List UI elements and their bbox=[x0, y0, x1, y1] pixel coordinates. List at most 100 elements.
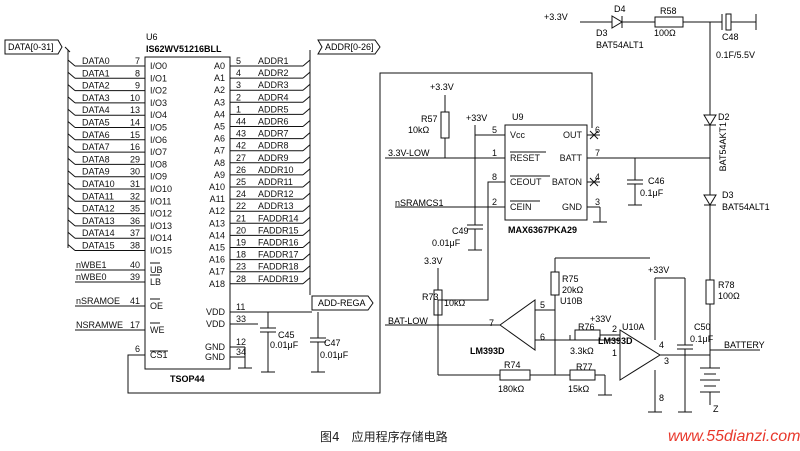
max-pin-name: RESET bbox=[510, 153, 541, 163]
data-net-label: DATA7 bbox=[82, 142, 110, 152]
addr-bus-entry bbox=[302, 156, 311, 164]
data-bus-entry bbox=[67, 133, 76, 141]
addr-rega-tag bbox=[311, 295, 374, 311]
data-bus-entry bbox=[67, 207, 76, 214]
r57-ref: R57 bbox=[421, 114, 438, 124]
r74-ref: R74 bbox=[504, 360, 521, 370]
u9-designator: U9 bbox=[512, 112, 524, 122]
addr-pin-name: A2 bbox=[214, 85, 225, 95]
addr-net-label: FADDR18 bbox=[258, 262, 299, 272]
u6-body bbox=[144, 56, 231, 370]
io-pin-name: I/O13 bbox=[150, 221, 172, 231]
r58-ref: R58 bbox=[660, 6, 677, 16]
d3-value: BAT54ALT1 bbox=[722, 202, 770, 212]
net-z: Z bbox=[713, 404, 719, 414]
addr-net-label: FADDR19 bbox=[258, 274, 299, 284]
op-pin-3: 3 bbox=[664, 356, 670, 366]
data-bus-entry bbox=[67, 194, 76, 202]
addr-pin-name: A18 bbox=[209, 279, 225, 289]
io-pin-name: I/O0 bbox=[150, 61, 167, 71]
ctrl-net-label: NSRAMWE bbox=[76, 320, 123, 330]
addr-pin-name: A4 bbox=[214, 109, 225, 119]
addr-pin-name: A5 bbox=[214, 122, 225, 132]
r76-value: 3.3kΩ bbox=[570, 346, 594, 356]
no-connect bbox=[589, 130, 599, 140]
r78-value: 100Ω bbox=[718, 291, 740, 301]
addr-pin-number: 20 bbox=[236, 225, 246, 235]
addr-net-label: ADDR3 bbox=[258, 80, 289, 90]
ctrl-net-label: nWBE1 bbox=[76, 260, 107, 270]
addr-net-label: FADDR16 bbox=[258, 238, 299, 248]
data-pin-number: 29 bbox=[130, 154, 140, 164]
addr-bus-entry bbox=[302, 229, 311, 236]
ctrl-net-label: nWBE0 bbox=[76, 272, 107, 282]
r73-value: 10kΩ bbox=[444, 298, 466, 308]
addr-bus-entry bbox=[302, 277, 311, 285]
max-pin-name: OUT bbox=[563, 130, 583, 140]
addr-pin-number: 26 bbox=[236, 165, 246, 175]
data-net-label: DATA3 bbox=[82, 93, 110, 103]
addr-net-label: ADDR13 bbox=[258, 201, 294, 211]
d4-ref: D4 bbox=[614, 4, 626, 14]
addr-bus-entry bbox=[302, 108, 311, 115]
addr-pin-name: A0 bbox=[214, 61, 225, 71]
d2-ref: D2 bbox=[718, 112, 730, 122]
addr-net-label: ADDR6 bbox=[258, 117, 289, 127]
addr-rega-label: ADD-REGA bbox=[318, 298, 366, 308]
ctrl-pin-name: WE bbox=[150, 325, 165, 335]
op-pin-7: 7 bbox=[489, 318, 495, 328]
addr-bus-entry bbox=[302, 168, 311, 176]
io-pin-name: I/O11 bbox=[150, 196, 171, 206]
addr-net-label: ADDR7 bbox=[258, 129, 289, 139]
addr-pin-name: A14 bbox=[209, 230, 225, 240]
max-pin-number: 8 bbox=[492, 172, 497, 182]
addr-bus-entry bbox=[302, 265, 311, 273]
u6-designator: U6 bbox=[146, 32, 158, 42]
op-pin-1: 1 bbox=[612, 348, 618, 358]
addr-pin-number: 4 bbox=[236, 68, 241, 78]
ctrl-net-label: nSRAMOE bbox=[76, 296, 120, 306]
data-pin-number: 32 bbox=[130, 191, 140, 201]
u10b-designator: U10B bbox=[560, 296, 583, 306]
io-pin-name: I/O14 bbox=[150, 233, 172, 243]
data-net-label: DATA1 bbox=[82, 68, 110, 78]
addr-pin-name: A3 bbox=[214, 97, 225, 107]
power-pin-number: 33 bbox=[236, 314, 246, 324]
power-pin-number: 12 bbox=[236, 337, 246, 347]
power-pin-name: GND bbox=[205, 352, 226, 362]
addr-pin-number: 28 bbox=[236, 274, 246, 284]
data-bus-entry bbox=[67, 59, 76, 67]
d3b-value: BAT54ALT1 bbox=[596, 40, 644, 50]
data-pin-number: 7 bbox=[135, 56, 140, 66]
max-pin-name: CEIN bbox=[510, 202, 532, 212]
io-pin-name: I/O3 bbox=[150, 98, 167, 108]
data-pin-number: 38 bbox=[130, 241, 140, 251]
max-pin-name: BATT bbox=[560, 153, 583, 163]
addr-pin-number: 19 bbox=[236, 238, 246, 248]
ctrl-pin-name: OE bbox=[150, 301, 163, 311]
addr-bus-entry bbox=[302, 241, 311, 248]
u10b-part: LM393D bbox=[470, 346, 505, 356]
net-battery: BATTERY bbox=[724, 340, 765, 350]
data-net-label: DATA6 bbox=[82, 130, 110, 140]
addr-net-label: FADDR17 bbox=[258, 250, 299, 260]
data-pin-number: 35 bbox=[130, 204, 140, 214]
data-net-label: DATA2 bbox=[82, 81, 110, 91]
r75-ref: R75 bbox=[562, 274, 579, 284]
r76-ref: R76 bbox=[578, 322, 595, 332]
io-pin-name: I/O10 bbox=[150, 184, 172, 194]
data-bus-entry bbox=[67, 219, 76, 227]
addr-pin-number: 5 bbox=[236, 56, 241, 66]
io-pin-name: I/O2 bbox=[150, 86, 167, 96]
addr-pin-number: 44 bbox=[236, 117, 246, 127]
ctrl-pin-number: 39 bbox=[130, 272, 140, 282]
u9-part: MAX6367PKA29 bbox=[508, 225, 578, 235]
net-bat-low: BAT-LOW bbox=[388, 316, 428, 326]
data-pin-number: 31 bbox=[130, 179, 140, 189]
addr-pin-name: A15 bbox=[209, 243, 225, 253]
data-bus-entry bbox=[67, 96, 76, 104]
op-pin-4: 4 bbox=[659, 340, 665, 350]
addr-net-label: FADDR15 bbox=[258, 225, 299, 235]
addr-bus-entry bbox=[302, 71, 311, 79]
